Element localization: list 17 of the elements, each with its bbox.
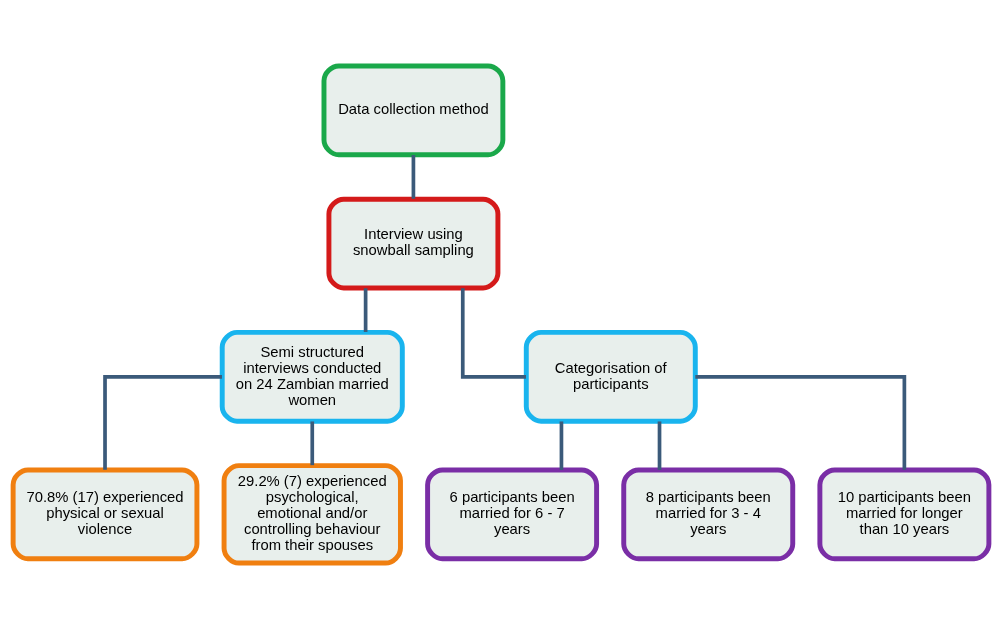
node-box: 70.8% (17) experienced physical or sexual violence (10, 467, 200, 562)
connector (460, 288, 526, 379)
connector (559, 421, 564, 470)
node-box: Semi structured interviews conducted on 24 Zambian married women (219, 329, 405, 424)
node-box: Data collection method (321, 63, 506, 158)
connector (363, 288, 368, 332)
connector (310, 421, 315, 466)
connector (695, 374, 907, 470)
node-box: 6 participants been married for 6 - 7 years (425, 467, 600, 562)
node-box: Categorisation of participants (523, 329, 698, 424)
node-box: 29.2% (7) experienced psychological, emotional and/or controlling behaviour from their spouses (221, 463, 403, 566)
connector (411, 155, 416, 199)
connector (103, 374, 222, 470)
node-box: 8 participants been married for 3 - 4 years (621, 467, 796, 562)
node-box: Interview using snowball sampling (326, 196, 501, 291)
connector (657, 421, 662, 470)
node-box: 10 participants been married for longer than 10 years (817, 467, 992, 562)
